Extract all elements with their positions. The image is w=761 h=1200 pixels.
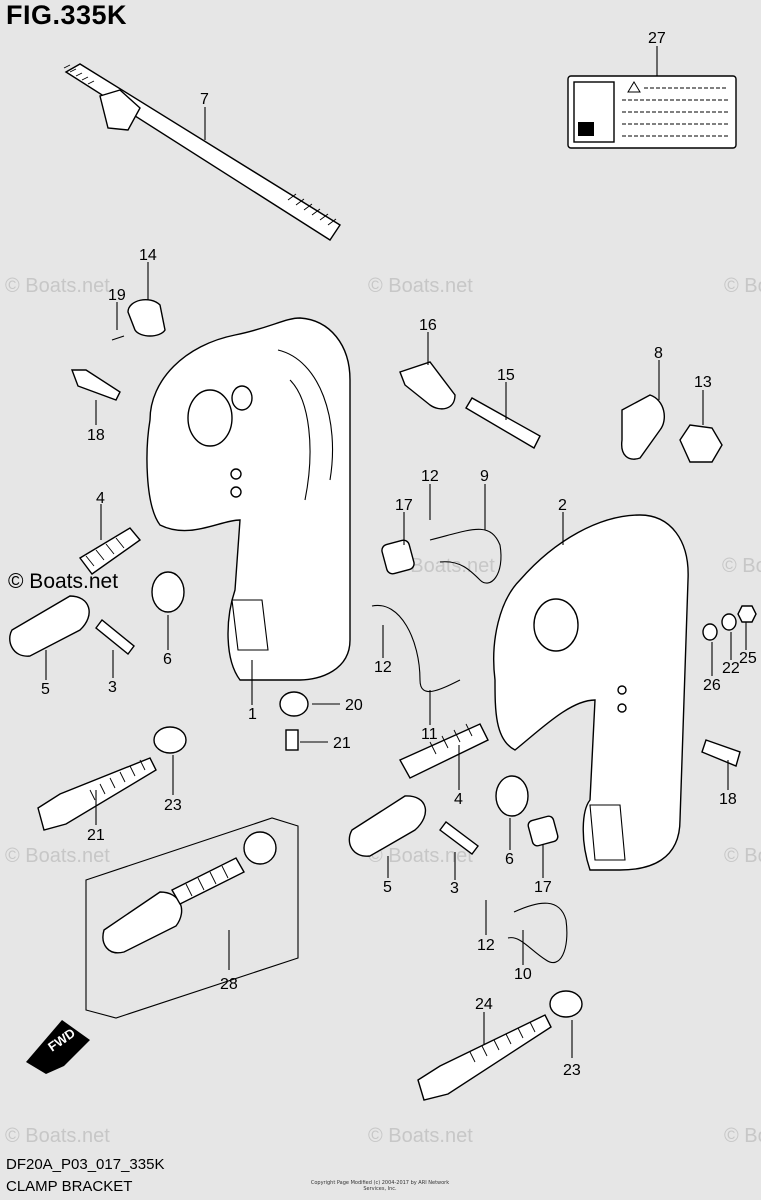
washers [702,605,757,641]
callout-4: 4 [96,490,105,507]
leader-lines [45,46,747,1058]
callout-17: 17 [395,497,413,514]
callout-11: 11 [421,726,438,743]
watermark: © Boats.net [5,275,110,297]
callout-3: 3 [450,880,459,897]
callout-23: 23 [164,797,182,814]
callout-22: 22 [722,660,740,677]
callout-26: 26 [703,677,721,694]
callout-15: 15 [497,367,515,384]
callout-25: 25 [739,650,757,667]
diagram-name: CLAMP BRACKET [6,1178,133,1195]
callout-19: 19 [108,287,126,304]
watermark: © Boats.net [390,555,495,577]
callout-5: 5 [383,879,392,896]
callout-1: 1 [248,706,257,723]
callout-5: 5 [41,681,50,698]
watermark-dark: © Boats.net [8,570,118,593]
watermark: © Boats.net [368,275,473,297]
callout-8: 8 [654,345,663,362]
small-parts-mid [279,539,559,847]
diagram-code: DF20A_P03_017_335K [6,1156,165,1173]
callout-18: 18 [87,427,105,444]
callout-6: 6 [505,851,514,868]
forward-arrow-icon: FWD [26,1020,90,1074]
callout-16: 16 [419,317,437,334]
clamp-screw-right [348,723,529,857]
watermark: © Boats.net [724,845,761,867]
callout-7: 7 [200,91,209,108]
small-parts-top [111,298,723,463]
callout-27: 27 [648,30,666,47]
watermark: © Boats.net [722,555,761,577]
callout-28: 28 [220,976,238,993]
clamp-screw-kit [85,817,299,1019]
callout-9: 9 [480,468,489,485]
callout-12: 12 [477,937,495,954]
watermark: © Boats.net [724,275,761,297]
watermark: © Boats.net [368,1125,473,1147]
callout-12: 12 [374,659,392,676]
callout-10: 10 [514,966,532,983]
callout-4: 4 [454,791,463,808]
watermark: © Boats.net [368,845,473,867]
callout-14: 14 [139,247,157,264]
callout-6: 6 [163,651,172,668]
watermarks: © Boats.net © Boats.net © Boats.net © Bo… [5,275,761,1147]
clamp-screw-left [9,527,185,657]
callout-24: 24 [475,996,493,1013]
callout-21: 21 [333,735,351,752]
figure-title: FIG.335K [6,0,128,30]
long-bolts [37,369,741,1101]
callout-2: 2 [558,497,567,514]
callout-20: 20 [345,697,363,714]
callout-12: 12 [421,468,439,485]
callout-17: 17 [534,879,552,896]
callout-21: 21 [87,827,105,844]
warning-label-part [567,75,737,149]
callout-18: 18 [719,791,737,808]
callout-23: 23 [563,1062,581,1079]
callout-13: 13 [694,374,712,391]
ground-wires [371,528,568,963]
callouts: 27 7 14 19 18 16 15 8 13 4 12 9 17 2 6 5… [41,30,757,1079]
copyright-notice: Copyright Page Modified (c) 2004-2017 by… [310,1180,450,1192]
watermark: © Boats.net [724,1125,761,1147]
through-bolt-part [63,63,341,241]
watermark: © Boats.net [5,1125,110,1147]
watermark: © Boats.net [5,845,110,867]
stern-bracket-left [146,317,351,681]
callout-3: 3 [108,679,117,696]
stern-bracket-right [493,514,689,871]
